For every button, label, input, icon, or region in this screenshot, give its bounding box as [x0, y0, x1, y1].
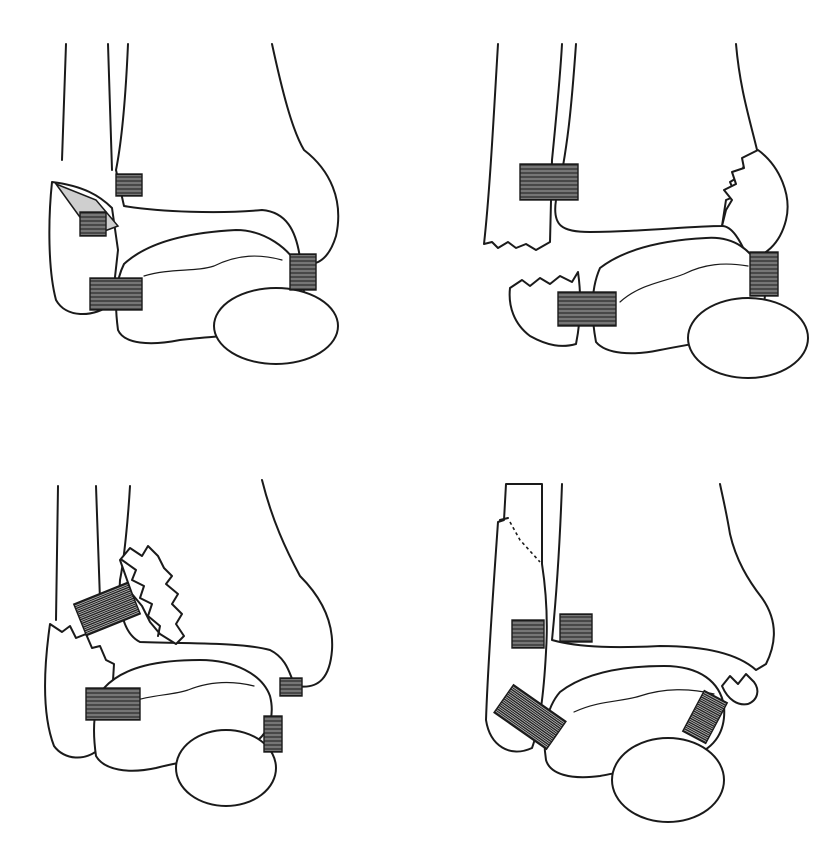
fibula-fracture-dashed [509, 521, 541, 563]
fibula-top-line [499, 517, 509, 521]
talus-dome-line [573, 689, 715, 713]
fibula [485, 483, 548, 753]
talus-dome-line [143, 255, 283, 277]
fibula-fragment [508, 271, 582, 347]
fibula [55, 485, 101, 621]
deltoid-ligament-torn [263, 715, 283, 753]
lateral-collateral-ligament [89, 277, 143, 311]
tibia [551, 483, 775, 671]
syndesmosis-ligament [519, 163, 579, 201]
calcaneus [611, 737, 725, 823]
lateral-collateral-ligament [493, 683, 567, 751]
tibia [115, 43, 340, 265]
lateral-collateral-ligament [557, 291, 617, 327]
deltoid-ligament [289, 253, 317, 291]
deltoid-ligament-stump [279, 677, 303, 697]
calcaneus [687, 297, 809, 379]
fibula [483, 43, 563, 251]
fibula [61, 43, 113, 171]
talus-dome-line [125, 681, 255, 705]
panel-bottom-right [485, 483, 775, 823]
deltoid-ligament [681, 689, 729, 745]
panel-top-left [48, 43, 340, 365]
syndesmosis-ligament-torn [511, 619, 545, 649]
syndesmosis-ligament [72, 581, 142, 637]
medial-avulsion-fragment [721, 673, 759, 706]
lateral-collateral-ligament [85, 687, 141, 721]
panel-top-right [483, 43, 809, 379]
tibia [554, 43, 759, 233]
calcaneus [213, 287, 339, 365]
calcaneus [175, 729, 277, 807]
syndesmosis-ligament [115, 173, 143, 197]
deltoid-ligament [749, 251, 779, 297]
panel-bottom-left [44, 479, 334, 807]
fracture-line [121, 559, 161, 637]
talus-dome-line [619, 263, 749, 303]
tibiofibular-ligament [79, 211, 107, 237]
syndesmosis-ligament-stump [559, 613, 593, 643]
